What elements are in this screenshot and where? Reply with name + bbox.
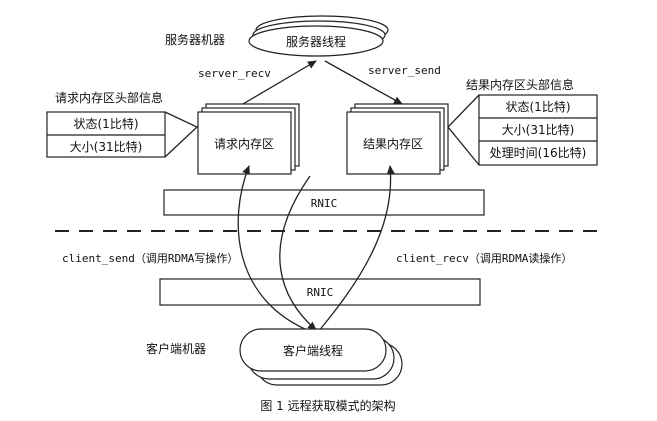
- rnic-top-bar: [163, 189, 485, 216]
- res-memory-area: 结果内存区: [346, 103, 449, 175]
- res-time-field: 处理时间(16比特): [490, 145, 587, 160]
- client-thread-node: 客户端线程: [239, 328, 403, 386]
- res-area-label: 结果内存区: [363, 137, 423, 151]
- client-recv-label: client_recv（调用RDMA读操作）: [396, 251, 572, 265]
- req-memory-area: 请求内存区: [197, 103, 300, 175]
- rnic-bottom-bar: [159, 278, 481, 306]
- client-send-label: client_send（调用RDMA写操作）: [62, 251, 238, 265]
- server-recv-arrow: [242, 60, 317, 105]
- client-send-curve: [237, 165, 313, 333]
- server-recv-label: server_recv: [198, 67, 271, 80]
- client-machine-label: 客户端机器: [146, 341, 206, 356]
- rnic-bottom-label: RNIC: [307, 286, 334, 299]
- res-size-field: 大小(31比特): [502, 122, 575, 137]
- res-status-field: 状态(1比特): [506, 99, 571, 114]
- client-recv-curve-up: [317, 165, 395, 333]
- req-header-title: 请求内存区头部信息: [55, 90, 163, 105]
- server-send-label: server_send: [368, 64, 441, 77]
- req-size-field: 大小(31比特): [70, 139, 143, 154]
- server-thread-label: 服务器线程: [286, 34, 346, 49]
- req-status-field: 状态(1比特): [74, 116, 139, 131]
- req-area-label: 请求内存区: [214, 137, 274, 151]
- res-header-table: 状态(1比特) 大小(31比特) 处理时间(16比特): [478, 94, 598, 166]
- figure-caption: 图 1 远程获取模式的架构: [260, 398, 395, 413]
- rnic-top-label: RNIC: [311, 197, 338, 210]
- client-thread-label: 客户端线程: [283, 343, 343, 358]
- req-header-table: 状态(1比特) 大小(31比特): [46, 111, 166, 158]
- res-header-title: 结果内存区头部信息: [466, 77, 574, 92]
- server-thread-node: 服务器线程: [248, 15, 389, 57]
- req-header-connector: [164, 111, 199, 158]
- res-header-connector: [447, 94, 480, 166]
- server-machine-label: 服务器机器: [165, 32, 225, 47]
- server-send-arrow: [324, 60, 403, 105]
- client-recv-curve-down: [279, 175, 317, 331]
